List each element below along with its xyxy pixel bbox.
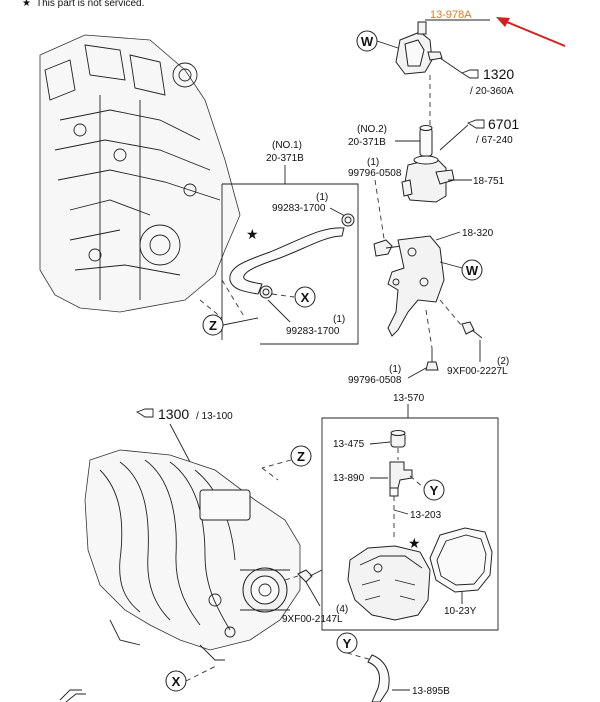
intake-manifold-illustration (84, 449, 301, 661)
label-20-371B-no2[interactable]: 20-371B (348, 137, 386, 148)
label-q1-d: (1) (389, 364, 401, 375)
label-q2: (2) (497, 356, 509, 367)
label-20-360A[interactable]: / 20-360A (470, 86, 514, 97)
svg-text:W: W (466, 263, 479, 278)
cap-13-475 (390, 430, 406, 448)
label-13-890[interactable]: 13-890 (333, 473, 365, 484)
reference-arrow-icon-1320 (460, 69, 479, 79)
gasket-10-23Y (429, 527, 493, 593)
hose-no1 (229, 227, 345, 295)
label-20-371B-no1[interactable]: 20-371B (266, 153, 304, 164)
hose-no2 (419, 125, 433, 157)
label-13-570[interactable]: 13-570 (393, 393, 425, 404)
label-13-895B[interactable]: 13-895B (412, 686, 450, 697)
label-10-23Y[interactable]: 10-23Y (444, 606, 477, 617)
label-13-978A[interactable]: 13-978A (430, 9, 472, 21)
hose-13-895B (367, 654, 390, 702)
label-99283-1700-bottom[interactable]: 99283-1700 (286, 326, 340, 337)
clamp-top (341, 213, 355, 227)
marker-y-box: Y (423, 479, 445, 501)
label-18-320[interactable]: 18-320 (462, 228, 494, 239)
label-13-203[interactable]: 13-203 (410, 510, 442, 521)
bolt-bottom (425, 348, 439, 371)
svg-text:Y: Y (430, 483, 439, 498)
label-9xf00-2147l[interactable]: 9XF00-2147L (282, 614, 343, 625)
label-no2: (NO.2) (357, 124, 387, 135)
label-no1: (NO.1) (272, 140, 302, 151)
label-q1-c: (1) (333, 314, 345, 325)
header-note-text: This part is not serviced. (36, 0, 144, 9)
bolt-9xf00-2147l (297, 569, 323, 583)
label-q1-b: (1) (316, 192, 328, 203)
label-6701[interactable]: 6701 (488, 116, 519, 132)
hose-box-no1 (221, 183, 359, 345)
box-13-570 (321, 417, 499, 631)
label-13-100[interactable]: / 13-100 (196, 411, 233, 422)
valve-13-890 (389, 461, 413, 497)
clamp-bottom (259, 285, 273, 299)
bolt-top (373, 239, 403, 257)
marker-z-bottom: Z (290, 445, 312, 467)
label-67-240[interactable]: / 67-240 (476, 135, 513, 146)
separator-housing (347, 545, 431, 621)
bolt-9xf00-2227l (461, 321, 483, 339)
label-9xf00-2227l[interactable]: 9XF00-2227L (447, 366, 508, 377)
label-1300[interactable]: 1300 (158, 406, 189, 422)
label-13-475[interactable]: 13-475 (333, 439, 365, 450)
label-99796-0508-top[interactable]: 99796-0508 (348, 168, 402, 179)
svg-text:Z: Z (209, 318, 217, 333)
svg-text:Y: Y (343, 636, 352, 651)
star-icon: ★ (246, 226, 259, 242)
label-99796-0508-bottom[interactable]: 99796-0508 (348, 375, 402, 386)
label-18-751[interactable]: 18-751 (473, 176, 505, 187)
reference-arrow-icon-1300 (135, 408, 154, 418)
marker-x-hose: X (294, 286, 316, 308)
marker-w-top: W (356, 30, 378, 52)
svg-text:Z: Z (297, 449, 305, 464)
vacuum-part-13-978A (395, 21, 443, 75)
bracket-18-320 (387, 235, 445, 337)
marker-z-top: Z (202, 314, 224, 336)
label-q1-a: (1) (367, 157, 379, 168)
star-icon: ★ (408, 535, 421, 551)
marker-y-bottom: Y (336, 632, 358, 654)
reference-arrow-icon-6701 (466, 119, 485, 129)
marker-x-bottom: X (165, 670, 187, 692)
label-99283-1700-top[interactable]: 99283-1700 (272, 203, 326, 214)
solenoid-18-751 (401, 155, 455, 203)
header-note: ★ This part is not serviced. (22, 0, 144, 9)
red-arrow-icon (496, 17, 566, 47)
svg-text:W: W (361, 34, 374, 49)
engine-block-illustration (39, 34, 241, 313)
corner-arrow-icon (59, 689, 86, 702)
marker-w-bracket: W (461, 259, 483, 281)
label-q4: (4) (336, 604, 348, 615)
star-icon: ★ (22, 0, 31, 9)
svg-text:X: X (301, 290, 310, 305)
label-1320[interactable]: 1320 (483, 66, 514, 82)
svg-text:X: X (172, 674, 181, 689)
